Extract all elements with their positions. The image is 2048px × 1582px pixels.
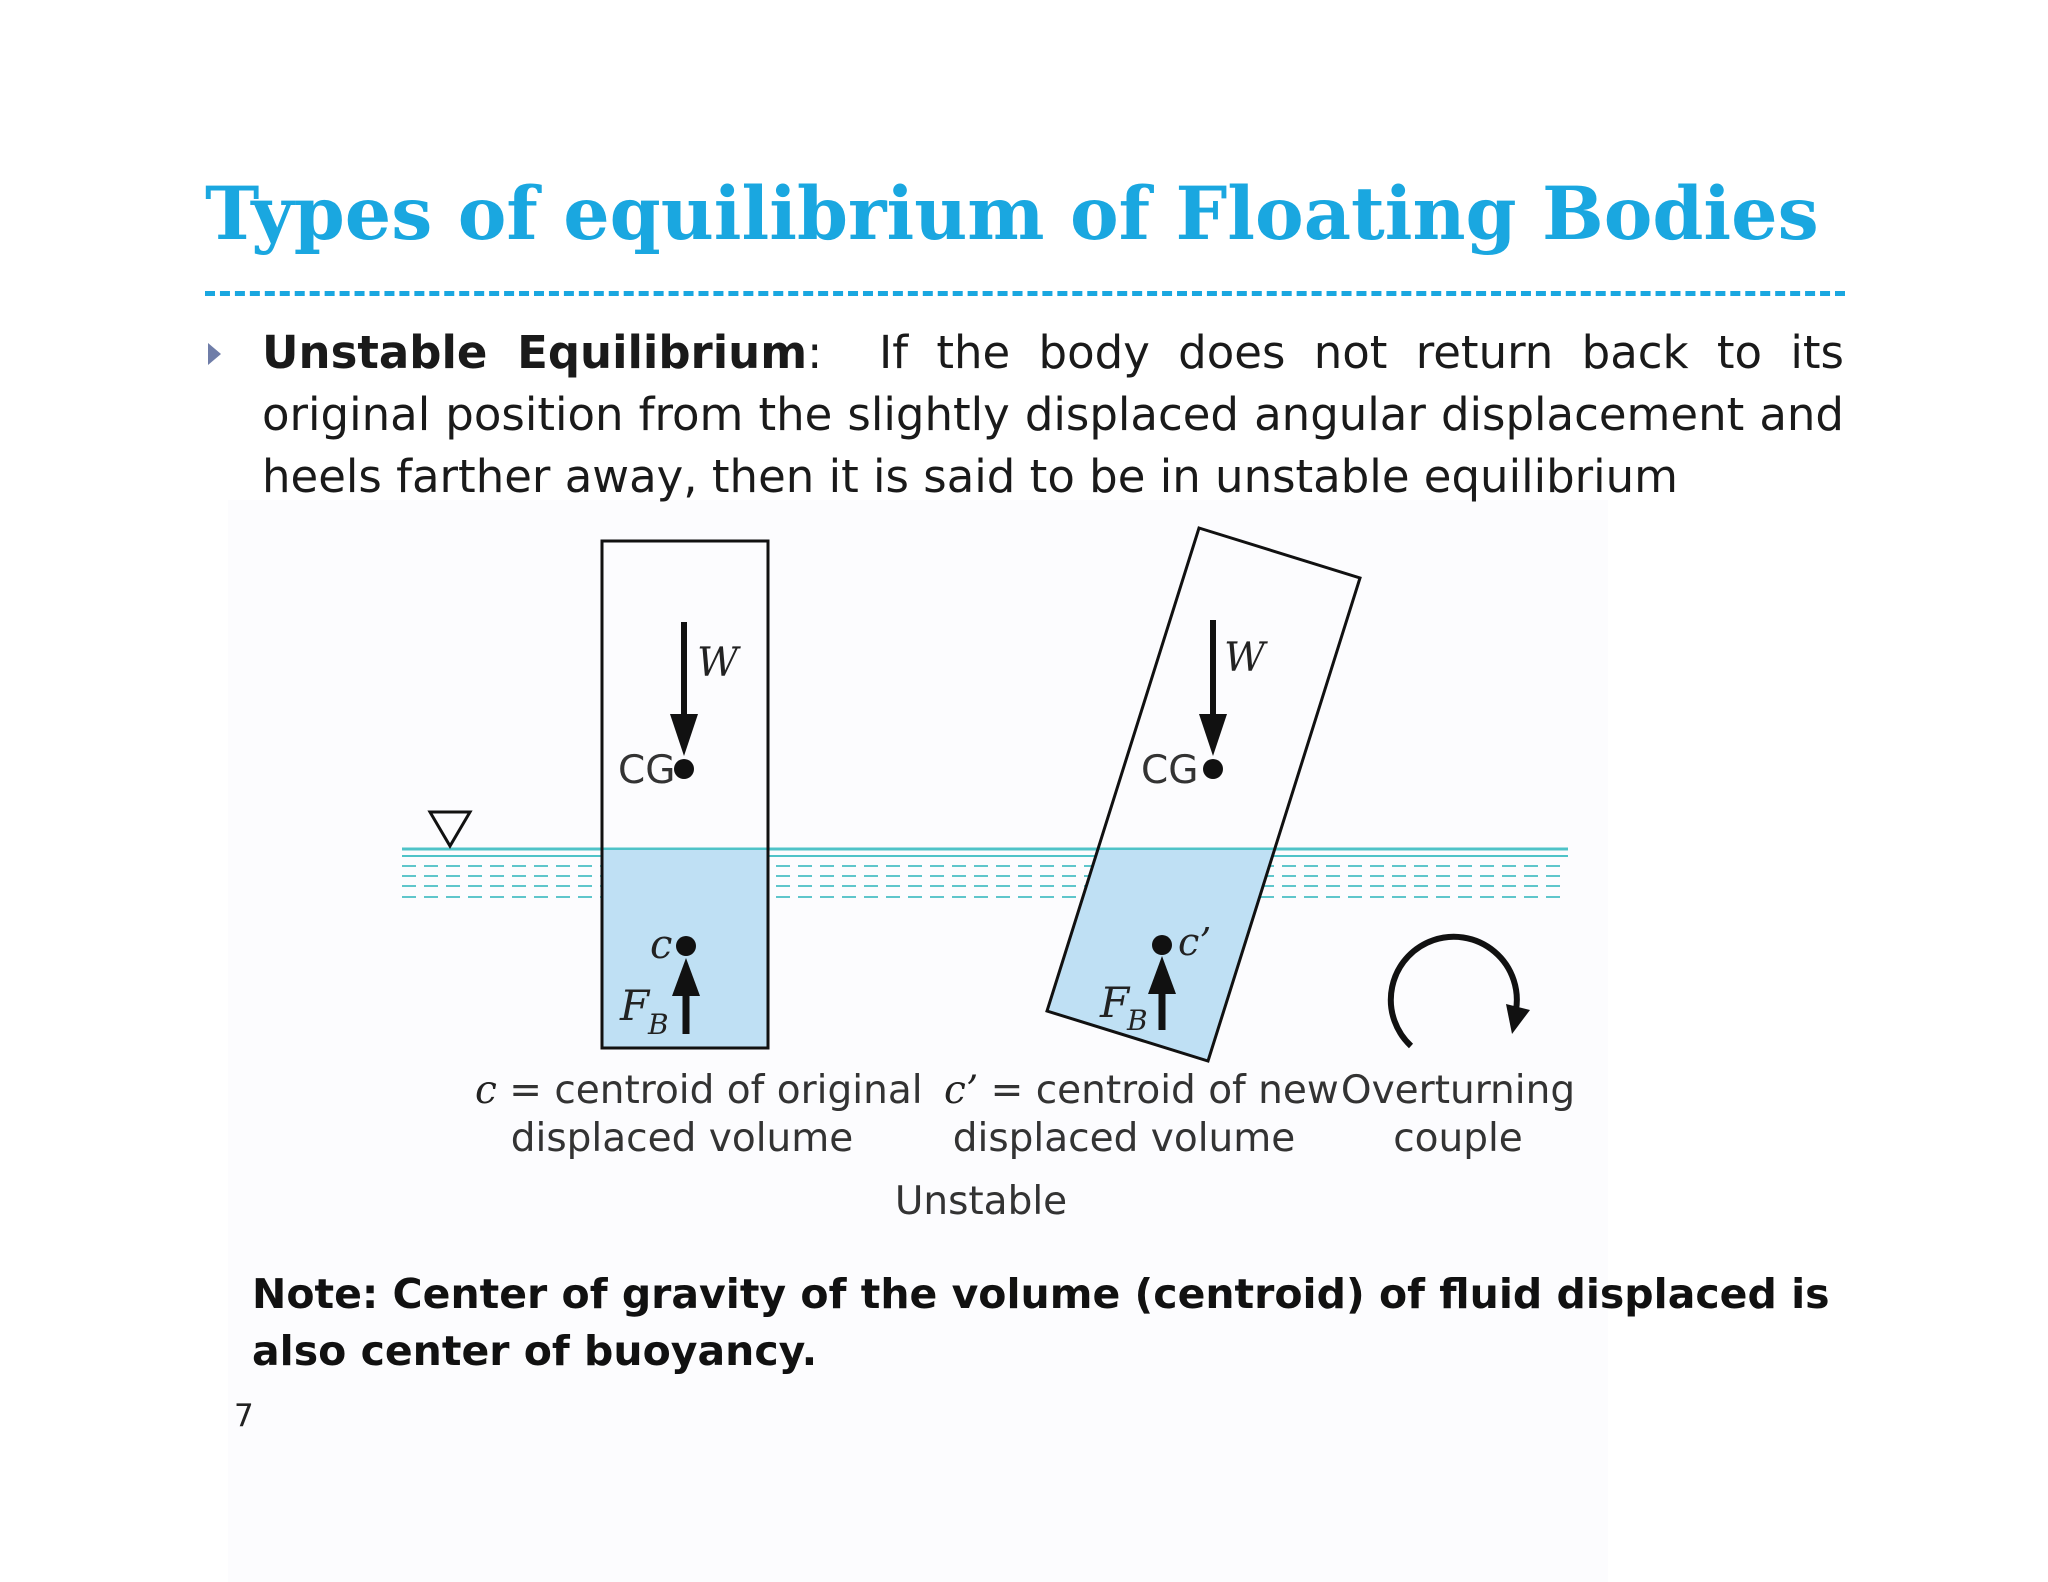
caption-right-line1: Overturning: [1341, 1068, 1575, 1113]
upright-body: W CG c F B: [600, 539, 770, 1050]
new-centroid-label: c’: [1178, 920, 1211, 964]
cg-label: CG: [618, 748, 675, 793]
water-level-triangle-icon: [427, 810, 473, 849]
caption-left-line1: c = centroid of original: [475, 1068, 923, 1113]
cg-point: [674, 759, 694, 779]
page-number: 7: [234, 1398, 254, 1434]
buoyancy-label: F: [619, 981, 651, 1030]
centroid-label: c: [650, 922, 672, 968]
slide-title: Types of equilibrium of Floating Bodies: [205, 171, 1819, 257]
caption-right-line2: couple: [1393, 1116, 1523, 1161]
water-surface: [402, 847, 1568, 898]
caption-middle-line1: c’ = centroid of new: [944, 1068, 1339, 1113]
figure-label: Unstable: [895, 1179, 1067, 1224]
cg-label-tilted: CG: [1141, 748, 1198, 793]
weight-arrow-icon-tilted: [1199, 714, 1227, 756]
bullet-triangle-icon: [208, 343, 221, 365]
weight-label: W: [697, 640, 741, 686]
weight-label-tilted: W: [1224, 635, 1268, 681]
bullet-term: Unstable Equilibrium: [262, 326, 808, 379]
caption-middle-line2: displaced volume: [953, 1116, 1295, 1161]
note-text: Note: Center of gravity of the volume (c…: [252, 1270, 1830, 1375]
tilted-body-outline: [1045, 526, 1362, 1063]
caption-left-line2: displaced volume: [511, 1116, 853, 1161]
slide-background-panel: [228, 500, 1608, 1582]
cg-point-tilted: [1203, 759, 1223, 779]
new-centroid-point: [1152, 935, 1172, 955]
bullet-body-text: If the body does not return back to its …: [262, 326, 1844, 503]
bullet-paragraph: Unstable Equilibrium: If the body does n…: [262, 322, 1844, 508]
centroid-point: [676, 936, 696, 956]
buoyancy-subscript-tilted: B: [1126, 1004, 1148, 1037]
buoyancy-label-tilted: F: [1099, 978, 1131, 1027]
overturning-couple-arrow-icon: [1387, 933, 1530, 1049]
title-dashed-divider: [205, 291, 1845, 296]
buoyancy-arrow-icon-tilted: [1148, 956, 1176, 994]
buoyancy-arrow-icon: [672, 958, 700, 996]
upright-body-outline: [600, 539, 770, 1050]
bullet-separator: :: [807, 326, 823, 379]
weight-arrow-icon: [670, 714, 698, 756]
buoyancy-subscript: B: [647, 1008, 669, 1041]
tilted-body: W CG c’ F B: [1045, 526, 1362, 1063]
